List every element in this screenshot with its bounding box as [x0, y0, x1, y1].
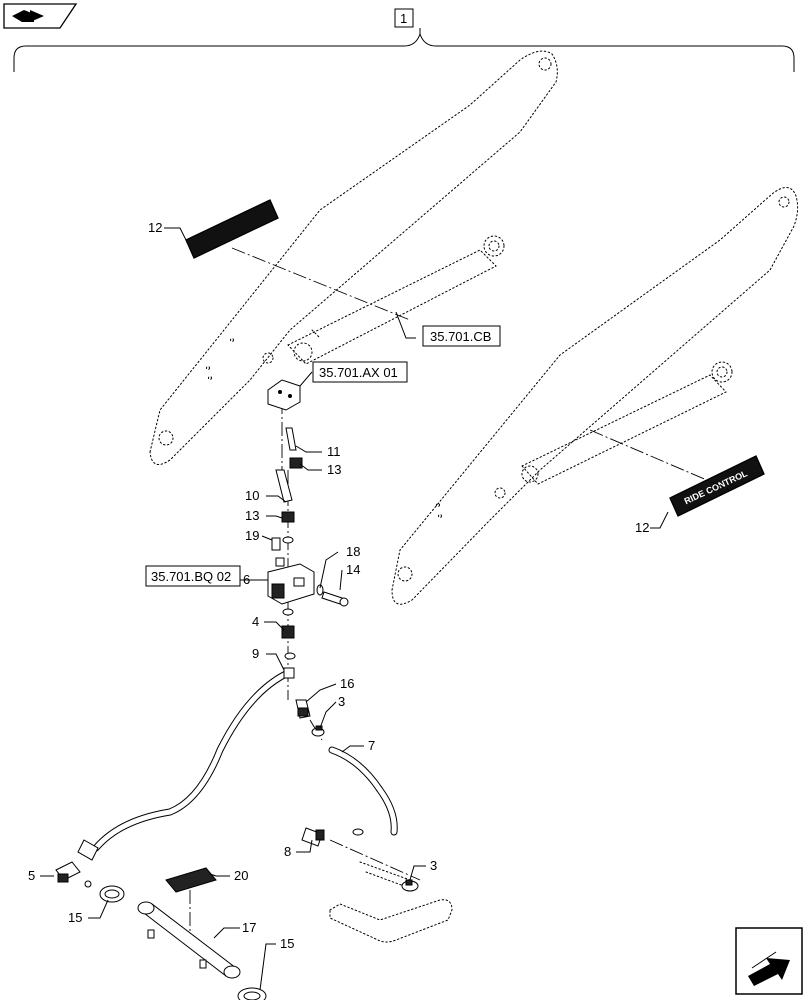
accumulator-17: [137, 901, 241, 979]
clamp-3-upper: [311, 725, 325, 737]
callout-15a: 15: [68, 910, 82, 925]
callout-6: 6: [243, 572, 250, 587]
callout-14: 14: [346, 562, 360, 577]
centerline-decal-left: [231, 247, 411, 321]
ref-box-bq[interactable]: 35.701.BQ 02: [145, 565, 241, 587]
callout-12b: 12: [635, 520, 649, 535]
book-arrow-icon[interactable]: [3, 3, 78, 29]
ref-label-cb: 35.701.CB: [430, 329, 491, 344]
callout-8: 8: [284, 844, 291, 859]
washer-18: [316, 584, 324, 596]
next-page-arrow-icon[interactable]: [735, 927, 803, 995]
callout-13b: 13: [245, 508, 259, 523]
callout-7: 7: [368, 738, 375, 753]
callout-5: 5: [28, 868, 35, 883]
ref-label-ax: 35.701.AX 01: [319, 365, 398, 380]
hose-7: [328, 746, 398, 836]
nut-13-upper: [289, 457, 303, 469]
callout-11: 11: [327, 444, 341, 459]
hose-9: [77, 667, 295, 861]
clamp-15-right: [237, 987, 267, 1000]
ref-box-ax[interactable]: 35.701.AX 01: [312, 361, 408, 383]
callout-12a: 12: [148, 220, 162, 235]
loader-arm-left: [149, 50, 558, 465]
control-valve-6: [267, 557, 315, 605]
fitting-4: [281, 625, 295, 639]
ref-label-bq: 35.701.BQ 02: [151, 569, 231, 584]
loader-arm-right: [391, 187, 799, 605]
callout-3a: 3: [338, 694, 345, 709]
assembly-number: 1: [400, 11, 407, 26]
clamp-15-left: [84, 880, 125, 903]
oring-4b: [284, 652, 296, 660]
callout-13a: 13: [327, 462, 341, 477]
callout-9: 9: [252, 646, 259, 661]
pad-20: [165, 867, 217, 893]
lift-cylinder-right: [521, 361, 733, 485]
bolt-14: [321, 591, 349, 607]
oring-19: [282, 536, 294, 544]
centerline-lower: [329, 839, 421, 881]
nut-13-lower: [281, 511, 295, 523]
assembly-bracket: [13, 8, 795, 72]
elbow-5: [55, 861, 81, 883]
plug-19: [271, 537, 281, 551]
return-tube: [329, 861, 453, 943]
callout-20: 20: [234, 868, 248, 883]
elbow-16: [295, 699, 311, 719]
lift-cylinder-left: [287, 235, 505, 365]
tube-10: [275, 469, 293, 503]
valve-block-upper: [267, 379, 301, 411]
fitting-8: [301, 827, 364, 847]
oring-4a: [282, 608, 294, 616]
callout-15b: 15: [280, 936, 294, 951]
decal-ride-control-left: RIDE CONTROL: [101, 199, 279, 278]
leader-lines: [40, 227, 669, 991]
callout-16: 16: [340, 676, 354, 691]
callout-18: 18: [346, 544, 360, 559]
centerline-decal-right: [589, 429, 731, 491]
clamp-3-lower: [401, 879, 419, 892]
decal-text-mirrored: RIDE CONTROL: [101, 240, 168, 278]
callout-3b: 3: [430, 858, 437, 873]
callout-17: 17: [242, 920, 256, 935]
ref-box-cb[interactable]: 35.701.CB: [422, 325, 501, 347]
tube-11: [285, 427, 297, 451]
callout-10: 10: [245, 488, 259, 503]
callout-19: 19: [245, 528, 259, 543]
decal-ride-control-right: RIDE CONTROL: [669, 455, 765, 517]
callout-4: 4: [252, 614, 259, 629]
